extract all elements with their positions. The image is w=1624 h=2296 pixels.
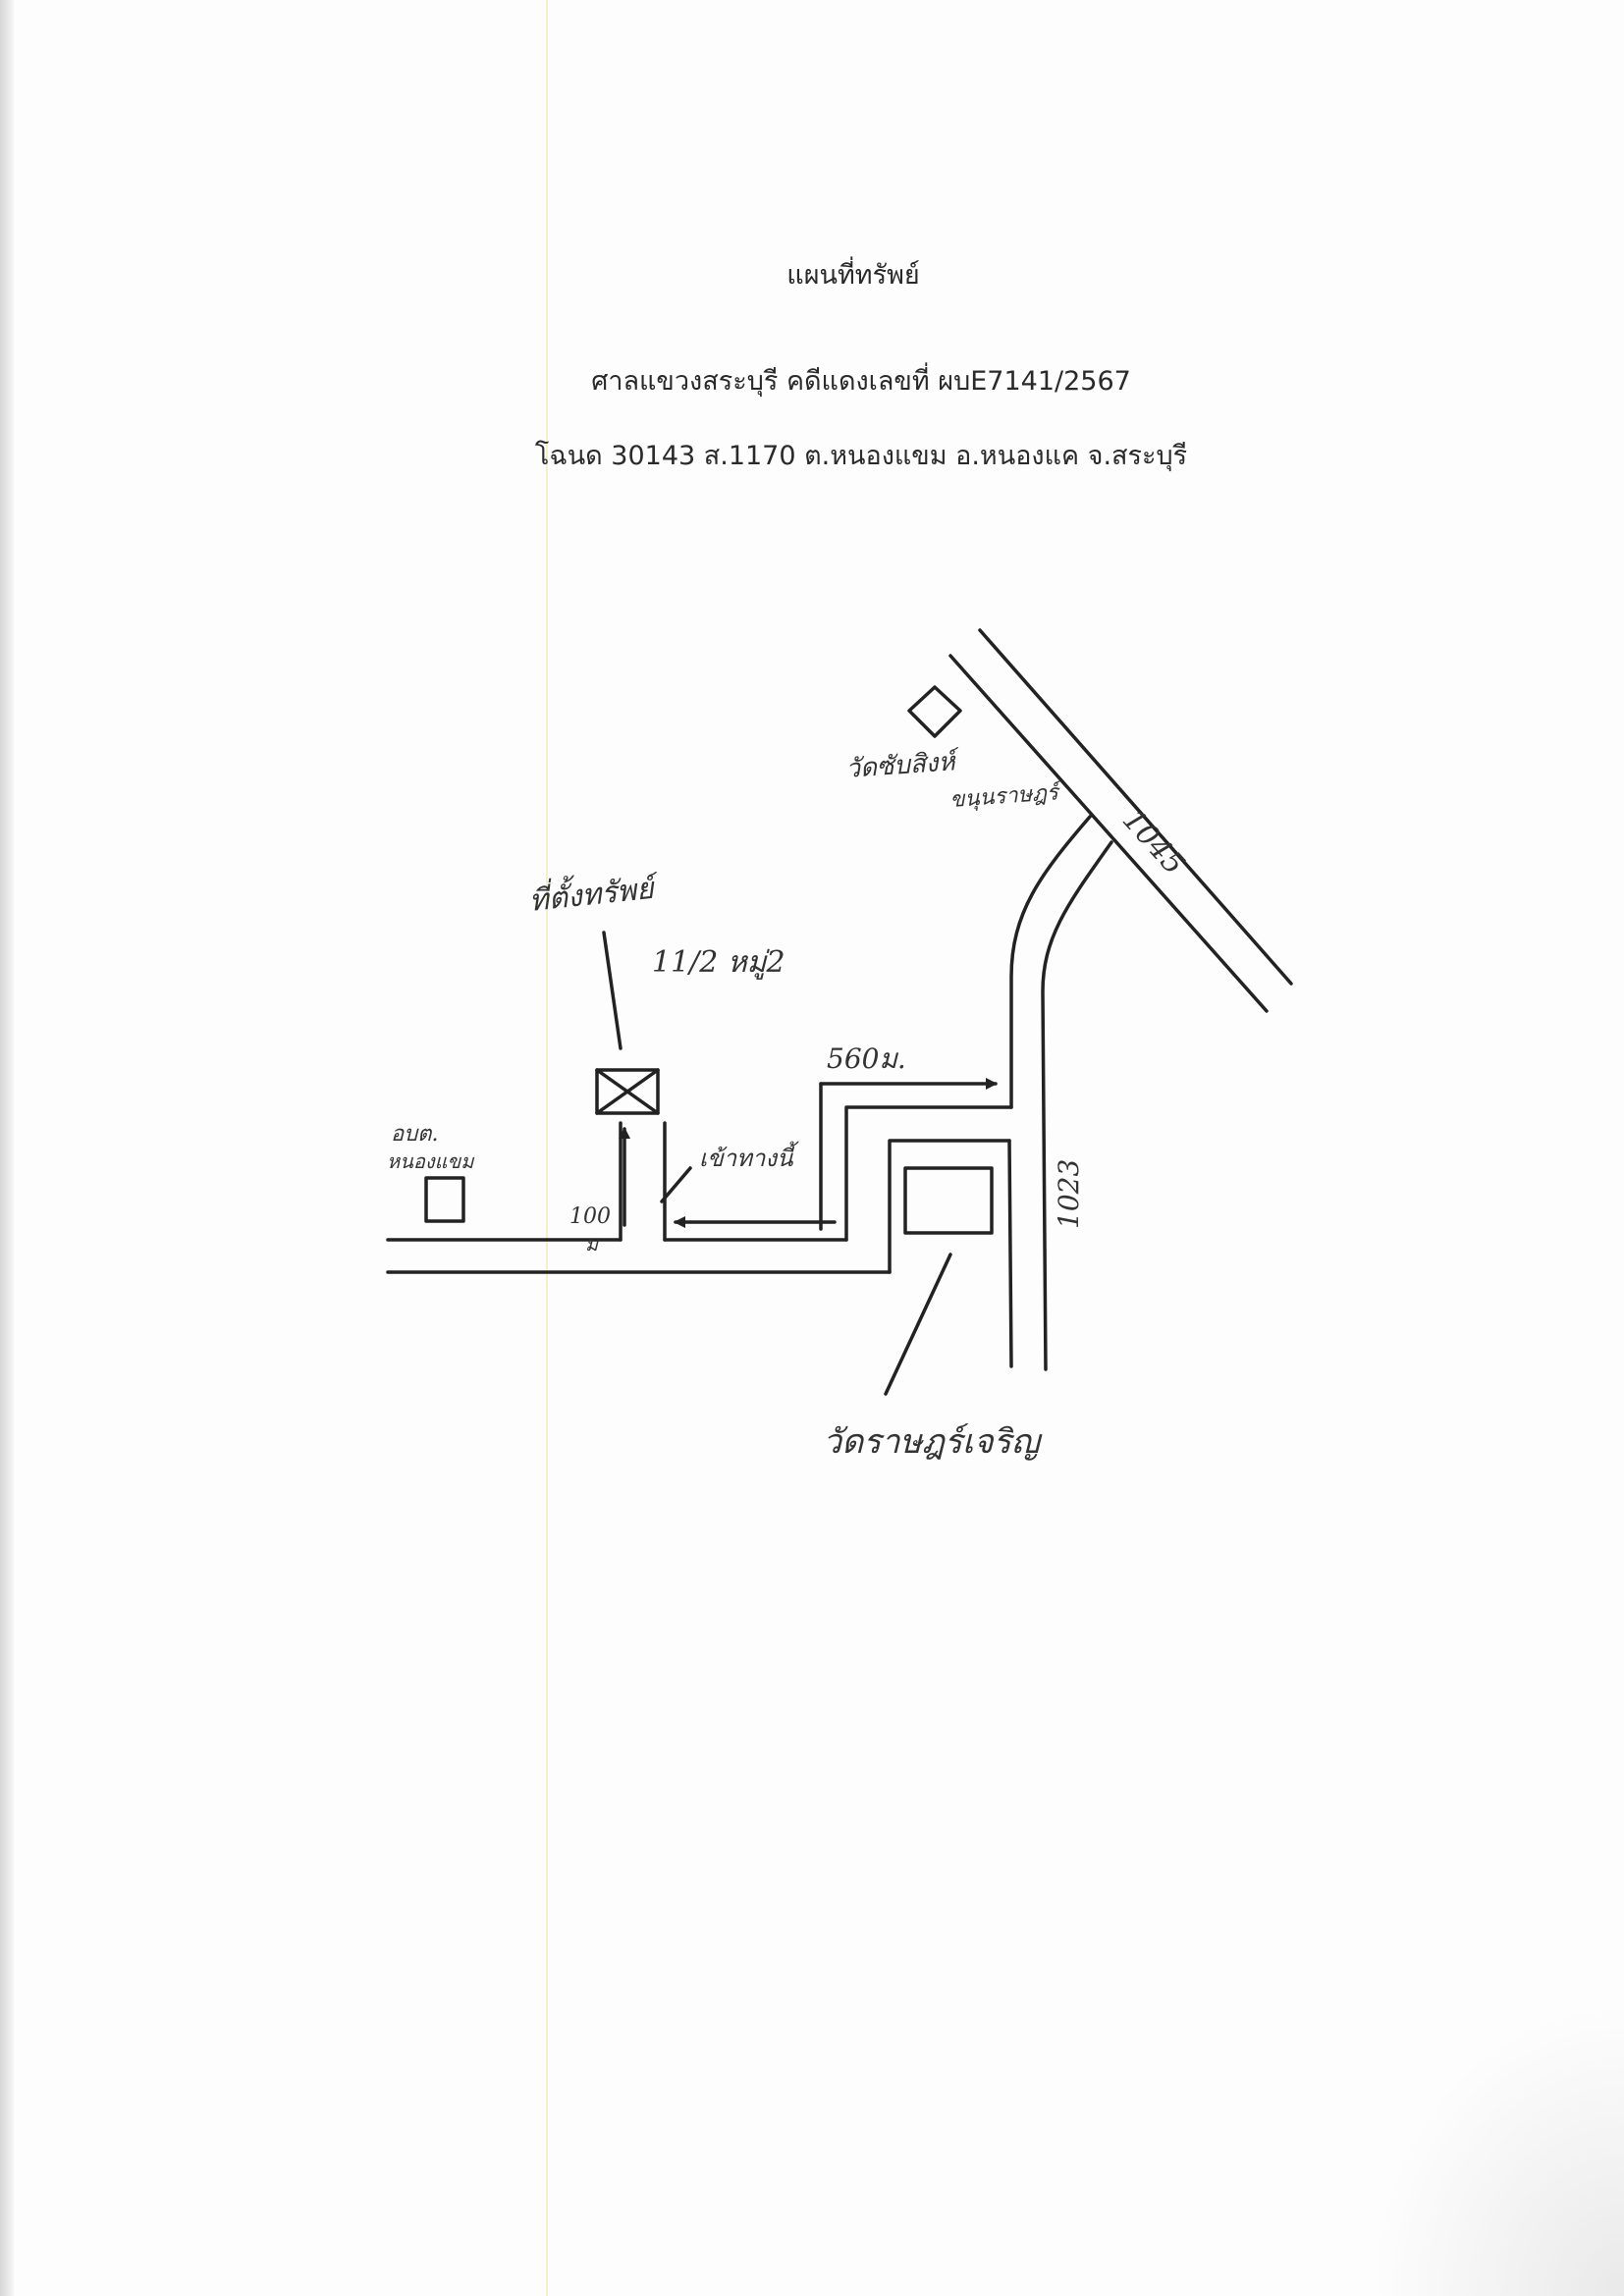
connector-road-north-edge xyxy=(844,1105,1013,1242)
temple-south-leader-line xyxy=(884,1253,952,1396)
title-deed-line: โฉนด 30143 ส.1170 ต.หนองแขม อ.หนองแค จ.ส… xyxy=(534,441,1188,471)
scan-edge xyxy=(0,0,14,2296)
distance-100-unit: ม xyxy=(585,1232,600,1255)
connector-road-south-edge xyxy=(888,1139,1011,1274)
temple-south-symbol xyxy=(903,1166,994,1235)
entrance-leader-line xyxy=(660,1166,692,1203)
road-1023-label: 1023 xyxy=(1053,1159,1085,1229)
temple-north-symbol xyxy=(907,685,962,738)
scan-fold-line xyxy=(546,0,548,2296)
temple-north-label-line1: วัดซับสิงห์ xyxy=(844,747,960,784)
highway-1045-edge-b xyxy=(948,654,1269,1013)
sao-office-label-line1: อบต. xyxy=(391,1122,438,1147)
distance-560-label: 560ม. xyxy=(827,1042,906,1075)
entrance-label: เข้าทางนี้ xyxy=(699,1141,800,1172)
highway-1045-edge-a xyxy=(978,628,1293,986)
property-location-label: ที่ตั้งทรัพย์ xyxy=(527,866,662,919)
page-title: แผนที่ทรัพย์ xyxy=(786,260,920,291)
property-marker xyxy=(595,1068,660,1115)
temple-north-label-line2: ขนุนราษฎร์ xyxy=(949,779,1064,813)
scan-shading xyxy=(1369,2002,1624,2296)
sao-office-symbol xyxy=(424,1176,465,1223)
property-leader-line xyxy=(602,931,623,1050)
road-1023-edge-left-lower xyxy=(1007,1139,1013,1368)
sao-office-label-line2: หนองแขม xyxy=(387,1149,475,1173)
road-1045-label: 1045 xyxy=(1115,803,1191,881)
distance-100-value: 100 xyxy=(569,1204,611,1229)
property-marker-cross-b xyxy=(595,1068,660,1115)
temple-south-label: วัดราษฎร์เจริญ xyxy=(823,1422,1043,1462)
road-1023-edge-right xyxy=(1041,840,1113,1371)
case-number-line: ศาลแขวงสระบุรี คดีแดงเลขที่ ผบE7141/2567 xyxy=(591,366,1131,397)
road-1023-edge-left-upper xyxy=(1009,815,1092,1109)
house-number-label: 11/2 หมู่2 xyxy=(652,945,785,980)
